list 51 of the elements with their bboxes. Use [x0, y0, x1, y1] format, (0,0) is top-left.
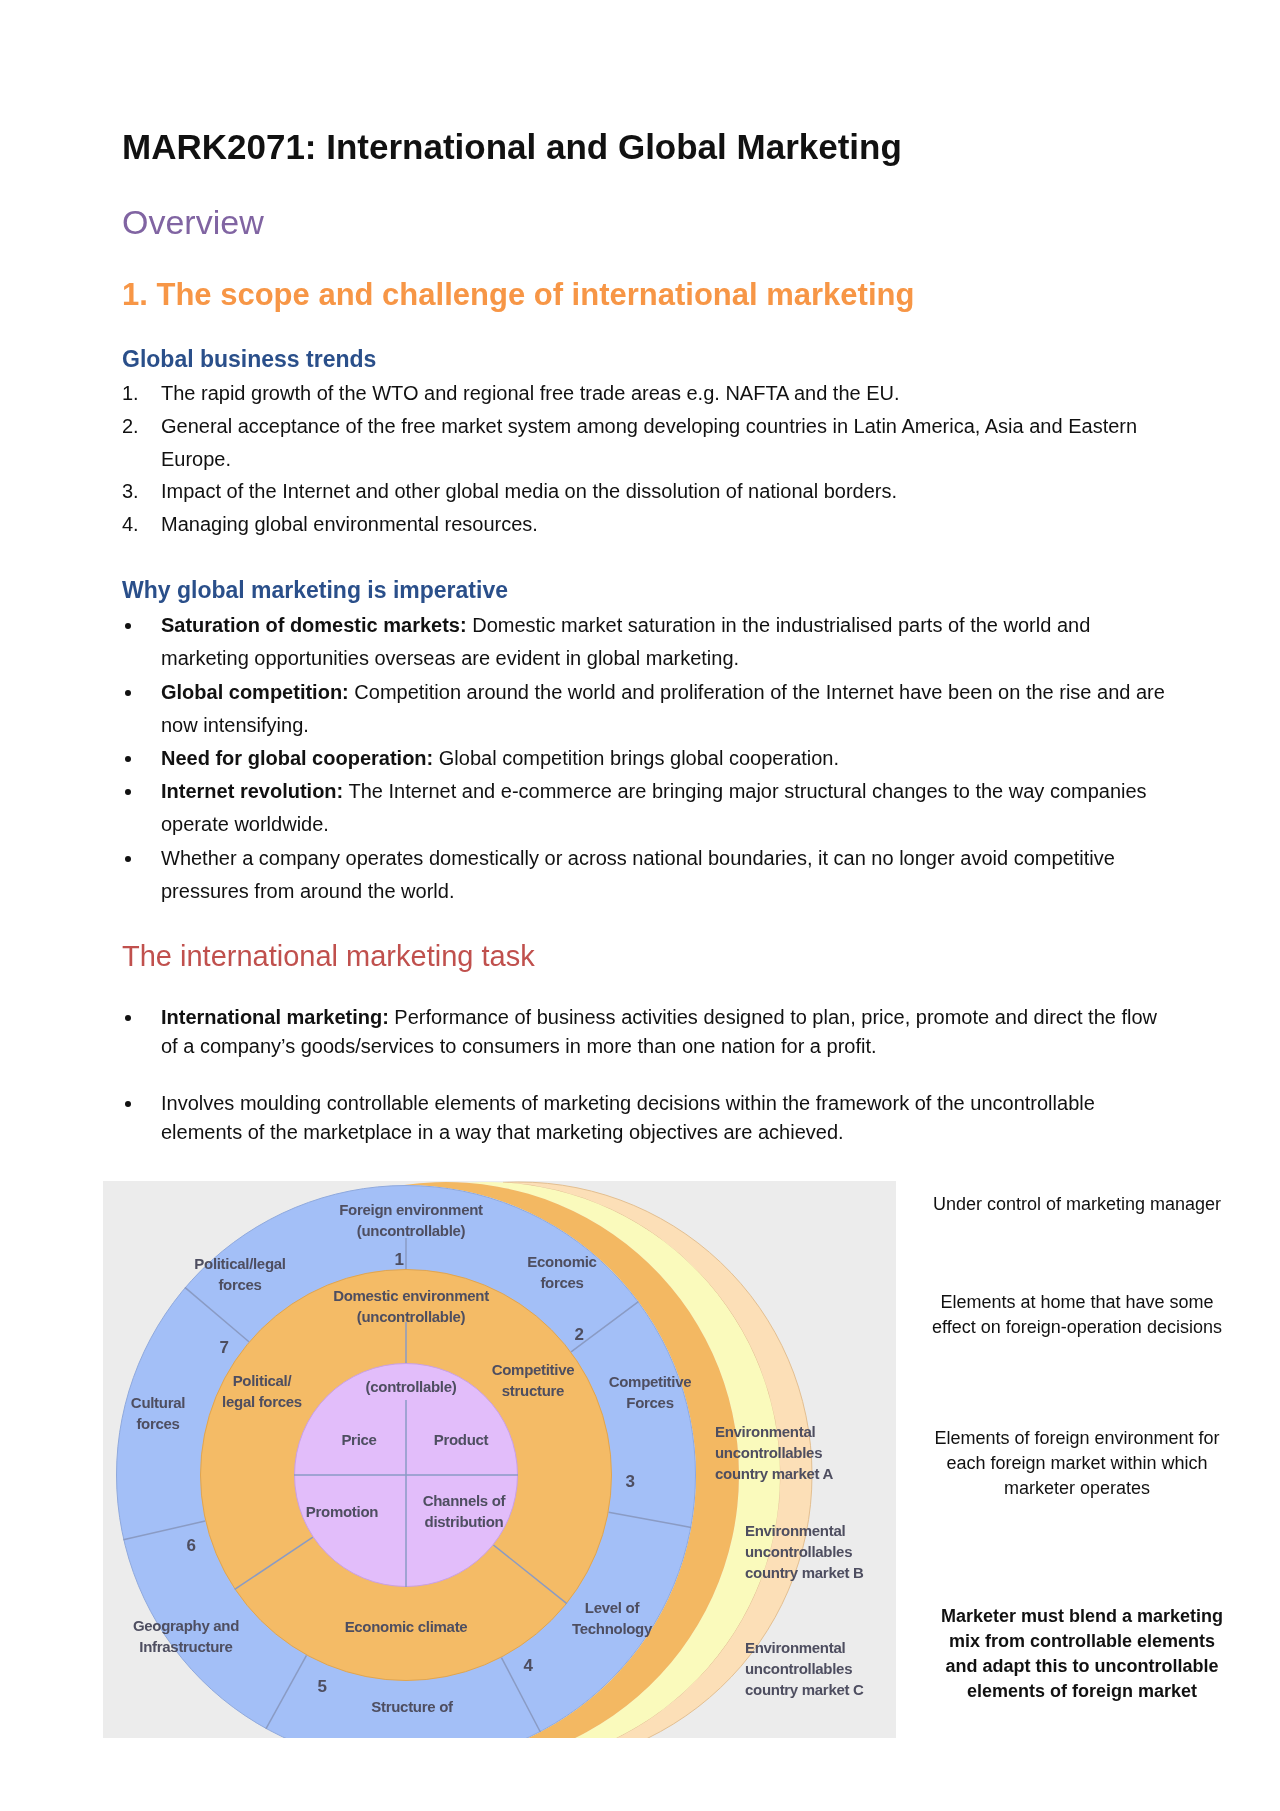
ring-label: Level of Technology [570, 1598, 654, 1639]
ring-label: (controllable) [364, 1376, 458, 1397]
ring-label: Political/legal forces [193, 1254, 287, 1295]
side-note: Marketer must blend a marketing mix from controllable elements and adapt this to uncontrollable elements of foreign market [939, 1605, 1225, 1703]
list-item: The rapid growth of the WTO and regional free trade areas e.g. NAFTA and the EU. [161, 381, 901, 406]
ring-label: Environmental uncontrollables country market B [745, 1520, 865, 1583]
segment-number: 2 [573, 1323, 585, 1345]
list-item: General acceptance of the free market system among developing countries in Latin America, Asia and Eastern Europe. [161, 414, 1139, 472]
ring-label: Domestic environment (uncontrollable) [332, 1286, 490, 1327]
page-title: MARK2071: International and Global Marketing [122, 127, 902, 167]
ring-label: Structure of [370, 1696, 454, 1717]
bullet-text: Global competition: Competition around the world and proliferation of the Internet have been on the rise and are now intensifying. [161, 680, 1166, 738]
section-heading: Overview [122, 202, 265, 242]
subheading: Why global marketing is imperative [122, 576, 509, 604]
segment-number: 1 [393, 1248, 405, 1270]
ring-label: Channels of distribution [421, 1491, 507, 1532]
list-number: 3. [122, 479, 140, 504]
list-number: 4. [122, 512, 140, 537]
bullet-text: Need for global cooperation: Global competition brings global cooperation. [161, 746, 841, 771]
section-heading: The international marketing task [122, 939, 536, 973]
segment-number: 4 [522, 1654, 534, 1676]
list-number: 2. [122, 414, 140, 439]
side-note: Elements of foreign environment for each foreign market within which marketer operates [933, 1427, 1221, 1500]
ring-label: Product [432, 1429, 490, 1450]
ring-label: Geography and Infrastructure [132, 1616, 240, 1657]
segment-number: 5 [316, 1675, 328, 1697]
side-note: Under control of marketing manager [932, 1193, 1222, 1216]
list-item: Managing global environmental resources. [161, 512, 539, 537]
ring-label: Economic forces [526, 1252, 598, 1293]
bullet-text: International marketing: Performance of business activities designed to plan, price, promote and direct the flow of a company’s goods/services to consumers in more than one nation for a profit. [161, 1005, 1158, 1059]
ring-label: Promotion [304, 1501, 380, 1522]
chapter-heading: 1. The scope and challenge of international marketing [122, 276, 916, 314]
ring-label: Political/ legal forces [222, 1371, 302, 1412]
ring-label: Foreign environment (uncontrollable) [338, 1200, 484, 1241]
segment-number: 6 [185, 1534, 197, 1556]
bullet-text: Saturation of domestic markets: Domestic market saturation in the industrialised parts of the world and marketing opportunities overseas are evident in global marketing. [161, 613, 1092, 671]
ring-label: Economic climate [343, 1616, 469, 1637]
bullet-text: Whether a company operates domestically or across national boundaries, it can no longer avoid competitive pressures from around the world. [161, 846, 1116, 904]
ring-label: Competitive structure [490, 1360, 576, 1401]
ring-label: Environmental uncontrollables country market C [745, 1637, 865, 1700]
list-item: Impact of the Internet and other global media on the dissolution of national borders. [161, 479, 899, 504]
ring-label: Price [340, 1429, 378, 1450]
bullet-text: Internet revolution: The Internet and e-commerce are bringing major structural changes to the way companies operate worldwide. [161, 779, 1148, 837]
subheading: Global business trends [122, 345, 378, 373]
segment-number: 7 [218, 1336, 230, 1358]
ring-label: Environmental uncontrollables country market A [715, 1421, 834, 1484]
list-number: 1. [122, 381, 140, 406]
bullet-text: Involves moulding controllable elements of marketing decisions within the framework of the uncontrollable elements of the marketplace in a way that marketing objectives are achieved. [161, 1091, 1096, 1145]
side-note: Elements at home that have some effect on foreign-operation decisions [932, 1291, 1222, 1339]
segment-number: 3 [624, 1470, 636, 1492]
ring-label: Cultural forces [129, 1393, 187, 1434]
